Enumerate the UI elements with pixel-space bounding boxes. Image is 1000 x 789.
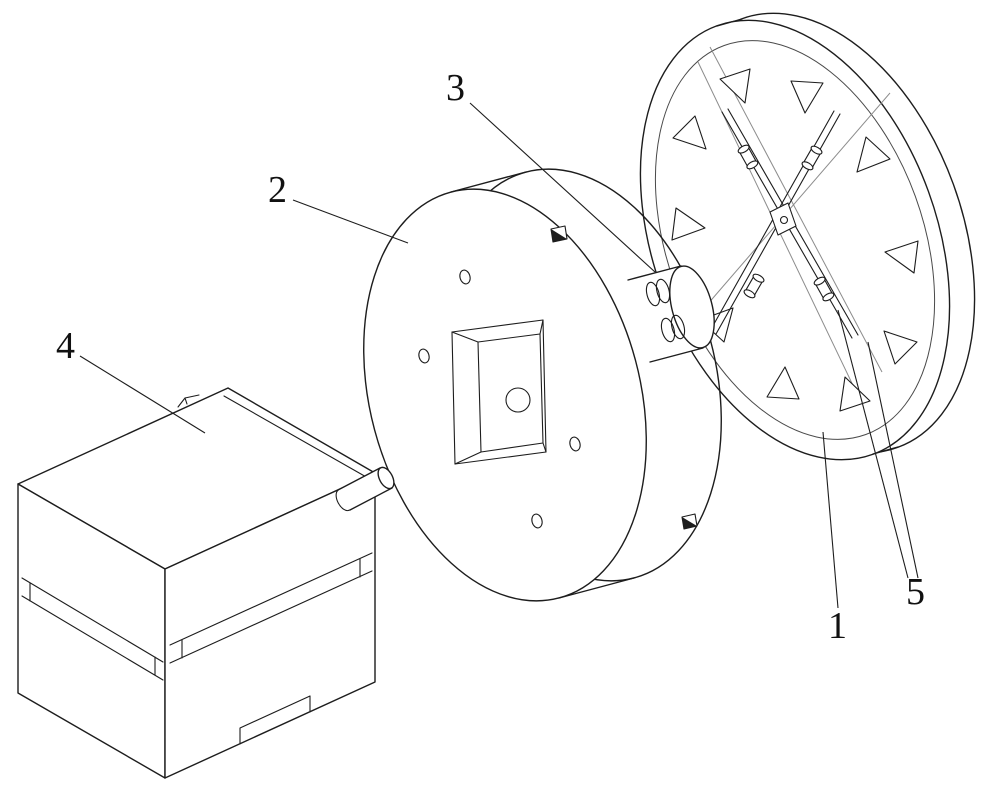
rim-notch-top (550, 225, 568, 243)
screw-hole (569, 436, 581, 452)
bottom-terminal-step (239, 695, 311, 745)
reference-numerals: 1 2 3 4 5 (56, 67, 925, 647)
part-label-4: 4 (56, 325, 75, 367)
leader-line-5b (867, 341, 919, 579)
shaft-end-face (377, 466, 395, 490)
cutout-triangle (672, 115, 707, 150)
screw-holes (418, 269, 581, 529)
leader-line-3 (469, 102, 656, 273)
contact-spool (813, 276, 835, 302)
center-block (769, 202, 797, 236)
square-opening (451, 319, 547, 465)
contact-spool (743, 273, 765, 299)
boss-slot (645, 281, 661, 307)
top-step-notch (177, 394, 200, 408)
contact-spool (801, 145, 823, 171)
rim-notch-bottom (681, 513, 698, 530)
leader-line-4 (79, 355, 206, 434)
cutout-triangle (671, 207, 706, 241)
slotted-boss-part-3 (627, 265, 715, 363)
spacer-disc-part-2 (363, 168, 722, 602)
contact-assemblies-part-5 (709, 108, 859, 339)
triangular-cutouts (671, 68, 919, 412)
cutout-triangle (884, 240, 919, 274)
boss-slot (655, 278, 671, 304)
boss-slots (645, 278, 686, 343)
leader-lines (79, 102, 919, 609)
contact-spool (737, 144, 759, 170)
housing-right-face (164, 472, 376, 779)
screw-hole (418, 348, 430, 364)
part-label-3: 3 (446, 67, 465, 109)
cutout-triangle (766, 366, 800, 400)
motor-housing-part-4 (17, 387, 395, 779)
end-disc-part-1 (639, 12, 976, 461)
part-label-2: 2 (268, 169, 287, 211)
spacer-disc-bottom-edge (558, 577, 635, 599)
end-disc-bottom-edge (872, 446, 899, 455)
leader-line-1 (822, 431, 839, 609)
boss-slot (660, 317, 676, 343)
end-disc-top-edge (716, 18, 743, 27)
center-pin (779, 215, 789, 225)
cutout-triangle (719, 68, 751, 104)
housing-band-left (21, 577, 164, 681)
screw-hole (459, 269, 471, 285)
screw-hole (531, 513, 543, 529)
motor-shaft (335, 466, 395, 512)
cutout-triangle (856, 136, 891, 173)
part-label-1: 1 (828, 605, 847, 647)
leader-line-2 (292, 199, 409, 244)
boss-end-face (669, 265, 715, 349)
shaft-bore (505, 387, 531, 413)
boss-slot (670, 314, 686, 340)
spacer-disc-top-edge (450, 171, 527, 193)
boss-top-edge (627, 265, 682, 281)
cutout-triangle (883, 330, 918, 365)
cutout-triangle (790, 80, 824, 114)
leader-line-5a (837, 309, 909, 579)
top-face-chamfer (223, 395, 369, 479)
part-label-5: 5 (906, 571, 925, 613)
housing-band-right (169, 552, 373, 664)
boss-bottom-edge (649, 347, 704, 363)
